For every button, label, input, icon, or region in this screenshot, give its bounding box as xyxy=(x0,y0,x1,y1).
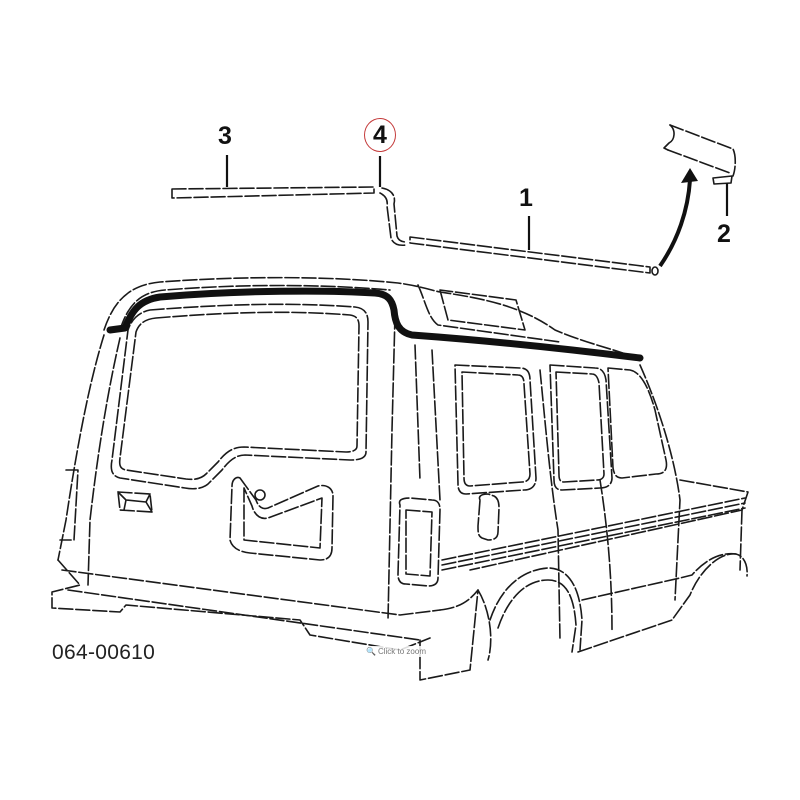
callout-2: 2 xyxy=(717,220,731,248)
installed-drip-rail xyxy=(106,287,644,362)
assembly-arrow xyxy=(658,168,698,268)
magnifier-icon: 🔍 xyxy=(366,647,376,656)
part-number-label: 064-00610 xyxy=(52,641,156,664)
click-to-zoom-hint[interactable]: 🔍Click to zoom xyxy=(364,646,428,657)
part-3-strip xyxy=(171,186,375,199)
click-to-zoom-label: Click to zoom xyxy=(377,647,426,656)
part-4-joiner xyxy=(379,187,407,247)
part-2-end-cap xyxy=(663,124,737,185)
callout-4-highlighted: 4 xyxy=(364,118,396,152)
part-1-strip xyxy=(409,236,659,276)
callout-3: 3 xyxy=(218,122,232,150)
callout-1: 1 xyxy=(519,184,533,212)
vehicle-body xyxy=(51,276,749,681)
